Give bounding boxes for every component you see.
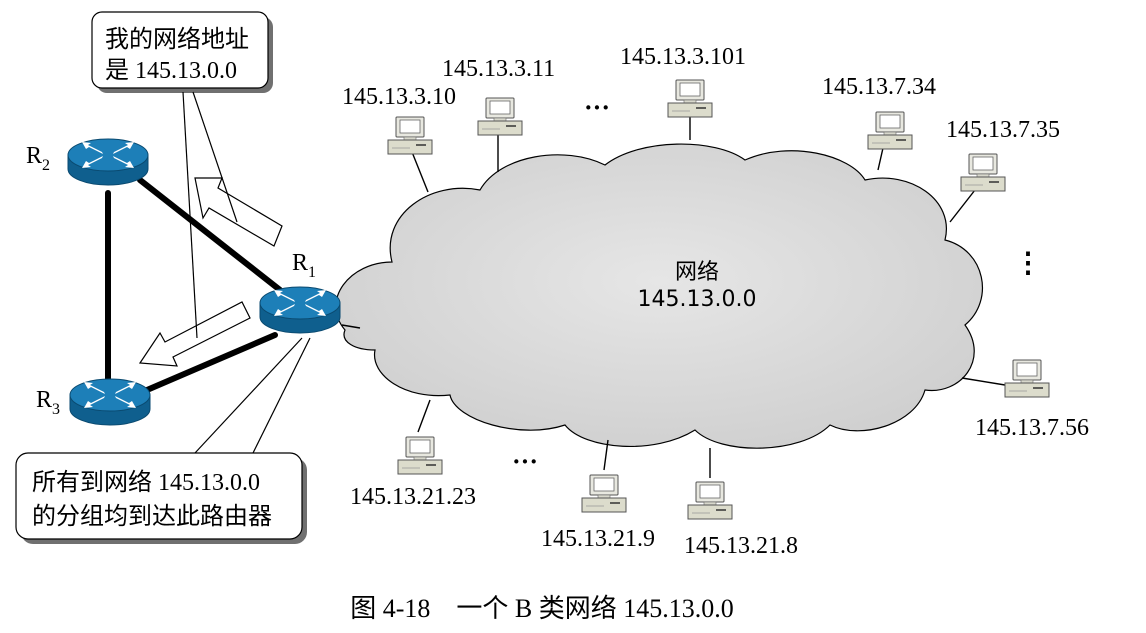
host-label: 145.13.21.8 bbox=[684, 533, 798, 559]
ellipsis-top: ··· bbox=[584, 93, 610, 122]
route-arrows bbox=[138, 177, 283, 367]
callout-bottom-line1: 所有到网络 145.13.0.0 bbox=[32, 469, 260, 496]
router-label-r1: R1 bbox=[292, 250, 316, 281]
host-label: 145.13.21.9 bbox=[541, 526, 655, 552]
callout-top: 我的网络地址 是 145.13.0.0 bbox=[91, 11, 273, 339]
host-label: 145.13.7.35 bbox=[946, 117, 1060, 143]
ellipsis-bottom: ··· bbox=[512, 447, 538, 476]
callout-top-line1: 我的网络地址 bbox=[105, 26, 249, 53]
figure-caption: 图 4-18 一个 B 类网络 145.13.0.0 bbox=[350, 594, 734, 623]
ellipsis-right: ⋮ bbox=[1014, 248, 1042, 279]
host-label: 145.13.7.56 bbox=[975, 415, 1089, 441]
computer-icon bbox=[687, 481, 733, 520]
computer-icon bbox=[960, 153, 1006, 192]
callout-bottom-line2: 的分组均到达此路由器 bbox=[32, 503, 272, 530]
router-label-r3: R3 bbox=[36, 387, 60, 418]
computer-icon bbox=[1004, 359, 1050, 398]
host-label: 145.13.21.23 bbox=[350, 484, 476, 510]
host-links bbox=[411, 116, 1006, 478]
network-address: 145.13.0.0 bbox=[638, 287, 757, 312]
computer-icon bbox=[867, 111, 913, 150]
computer-icon bbox=[667, 79, 713, 118]
router-r3 bbox=[69, 378, 151, 426]
router-r2 bbox=[67, 138, 149, 186]
callout-bottom: 所有到网络 145.13.0.0 的分组均到达此路由器 bbox=[15, 337, 311, 544]
host-label: 145.13.7.34 bbox=[822, 74, 936, 100]
host-label: 145.13.3.101 bbox=[620, 44, 746, 70]
router-r1 bbox=[259, 286, 341, 334]
computer-icon bbox=[581, 474, 627, 513]
host-label: 145.13.3.10 bbox=[342, 84, 456, 110]
computer-icon bbox=[387, 116, 433, 155]
callout-top-line2: 是 145.13.0.0 bbox=[105, 58, 237, 84]
router-links bbox=[105, 177, 283, 396]
router-label-r2: R2 bbox=[26, 143, 50, 174]
network-name: 网络 bbox=[675, 260, 719, 285]
host-label: 145.13.3.11 bbox=[442, 56, 555, 82]
computer-icon bbox=[397, 436, 443, 475]
computer-icon bbox=[477, 97, 523, 136]
